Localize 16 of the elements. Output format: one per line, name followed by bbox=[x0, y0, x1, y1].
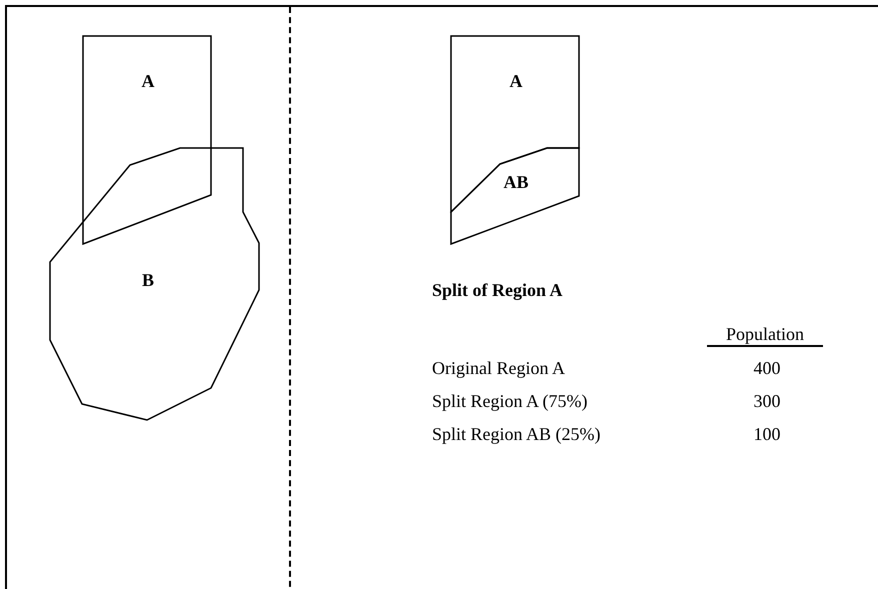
population-value: 100 bbox=[754, 425, 780, 443]
row-label: Original Region A bbox=[432, 359, 565, 377]
region-polygon bbox=[49, 147, 260, 421]
row-label: Split Region A (75%) bbox=[432, 392, 588, 410]
region-polygon bbox=[450, 147, 580, 245]
region-label: A bbox=[142, 72, 154, 90]
table-heading: Split of Region A bbox=[432, 281, 563, 299]
column-header: Population bbox=[707, 325, 823, 347]
population-value: 400 bbox=[754, 359, 780, 377]
region-label: B bbox=[142, 271, 154, 289]
row-label: Split Region AB (25%) bbox=[432, 425, 601, 443]
region-polygon bbox=[450, 35, 580, 213]
region-label: A bbox=[510, 72, 522, 90]
region-polygon bbox=[82, 35, 212, 245]
region-label: AB bbox=[504, 173, 528, 191]
population-value: 300 bbox=[754, 392, 780, 410]
